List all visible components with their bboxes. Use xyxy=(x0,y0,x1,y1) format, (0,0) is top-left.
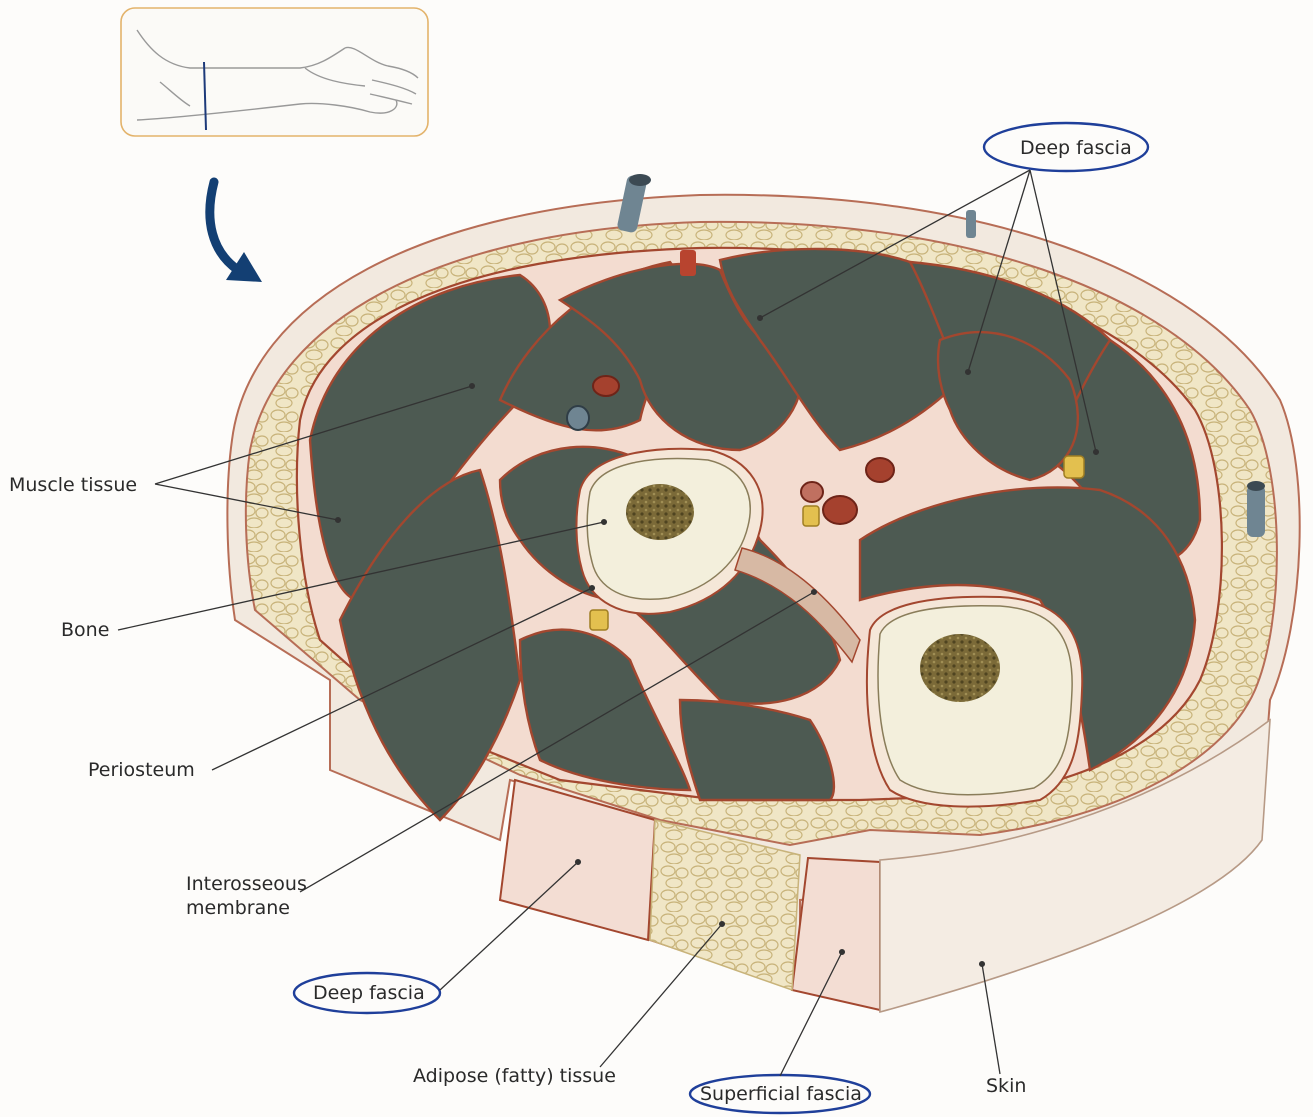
nerve-center xyxy=(803,506,819,526)
leader-skin xyxy=(982,964,1000,1074)
artery-top xyxy=(680,250,696,276)
arm-inset xyxy=(121,8,428,136)
cross-section xyxy=(227,174,1299,1012)
curved-arrow-icon xyxy=(210,182,262,282)
label-interosseous-line2: membrane xyxy=(186,896,290,920)
artery-left xyxy=(593,376,619,396)
label-muscle-tissue: Muscle tissue xyxy=(9,473,137,497)
artery-center-2 xyxy=(866,458,894,482)
label-deep-fascia-top: Deep fascia xyxy=(1020,136,1132,160)
artery-center-3 xyxy=(801,482,823,502)
label-superficial-fascia: Superficial fascia xyxy=(700,1082,862,1106)
vein-left xyxy=(567,406,589,430)
superficial-fascia-strip xyxy=(792,858,880,1010)
leader-adipose xyxy=(600,924,722,1067)
label-periosteum: Periosteum xyxy=(88,758,195,782)
label-interosseous-membrane: Interosseous membrane xyxy=(186,872,290,920)
nerve-left xyxy=(590,610,608,630)
label-deep-fascia-bottom: Deep fascia xyxy=(313,981,425,1005)
nerve-right xyxy=(1064,456,1084,478)
bone-ulna xyxy=(867,597,1082,807)
label-adipose-tissue: Adipose (fatty) tissue xyxy=(413,1064,616,1088)
label-skin: Skin xyxy=(986,1074,1026,1098)
bone-ulna-shaft xyxy=(878,606,1072,795)
label-interosseous-line1: Interosseous xyxy=(186,872,290,896)
vein-right xyxy=(1247,485,1265,537)
marrow-ulna xyxy=(920,634,1000,702)
marrow-radius xyxy=(626,484,694,540)
vein-top-right xyxy=(966,210,976,238)
artery-center-1 xyxy=(823,496,857,524)
inset-frame xyxy=(121,8,428,136)
label-bone: Bone xyxy=(61,618,109,642)
